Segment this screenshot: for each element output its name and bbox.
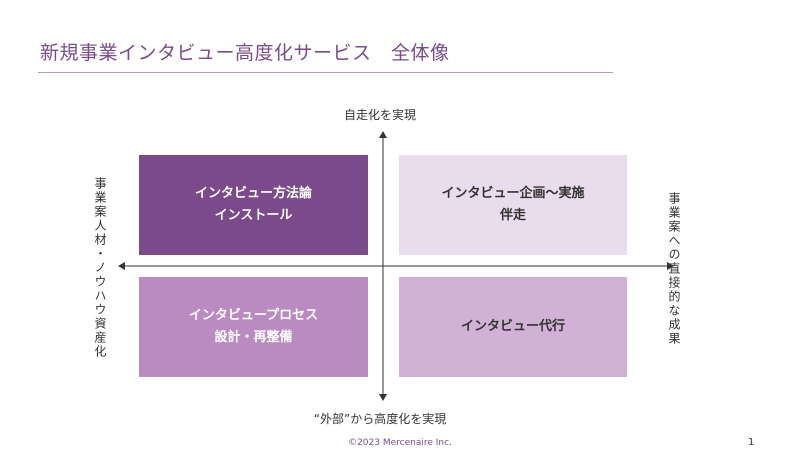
quadrant-top-right: インタビュー企画～実施 伴走 [399, 155, 627, 255]
footer-copyright: ©2023 Mercenaire Inc. [348, 438, 452, 448]
vertical-axis-top-arrow [379, 131, 387, 138]
quadrant-bottom-left-line2: 設計・再整備 [214, 330, 293, 345]
quadrant-bottom-right-line1: インタビュー代行 [460, 319, 565, 334]
title-divider [38, 72, 613, 73]
axis-label-bottom: “外部”から高度化を実現 [313, 412, 447, 426]
quadrant-bottom-right: インタビュー代行 [399, 277, 627, 377]
axis-label-left: 事業案人材・ノウハウ資産化 [93, 177, 107, 359]
quadrant-bottom-left: インタビュープロセス 設計・再整備 [139, 277, 368, 377]
quadrant-top-left-line2: インストール [214, 208, 293, 223]
page-number: 1 [748, 437, 755, 448]
horizontal-axis-left-arrow [118, 262, 125, 270]
vertical-axis-bottom-arrow [379, 394, 387, 401]
quadrant-top-right-line2: 伴走 [499, 208, 526, 223]
axis-label-right: 事業案への直接的な成果 [667, 192, 681, 346]
horizontal-axis-right-arrow [667, 262, 674, 270]
quadrant-top-left-line1: インタビュー方法論 [194, 186, 312, 201]
page-title: 新規事業インタビュー高度化サービス 全体像 [40, 42, 450, 64]
quadrant-bottom-left-line1: インタビュープロセス [188, 308, 319, 323]
quadrant-top-left: インタビュー方法論 インストール [139, 155, 368, 255]
axis-label-top: 自走化を実現 [343, 108, 416, 122]
quadrant-top-right-line1: インタビュー企画～実施 [441, 186, 585, 201]
